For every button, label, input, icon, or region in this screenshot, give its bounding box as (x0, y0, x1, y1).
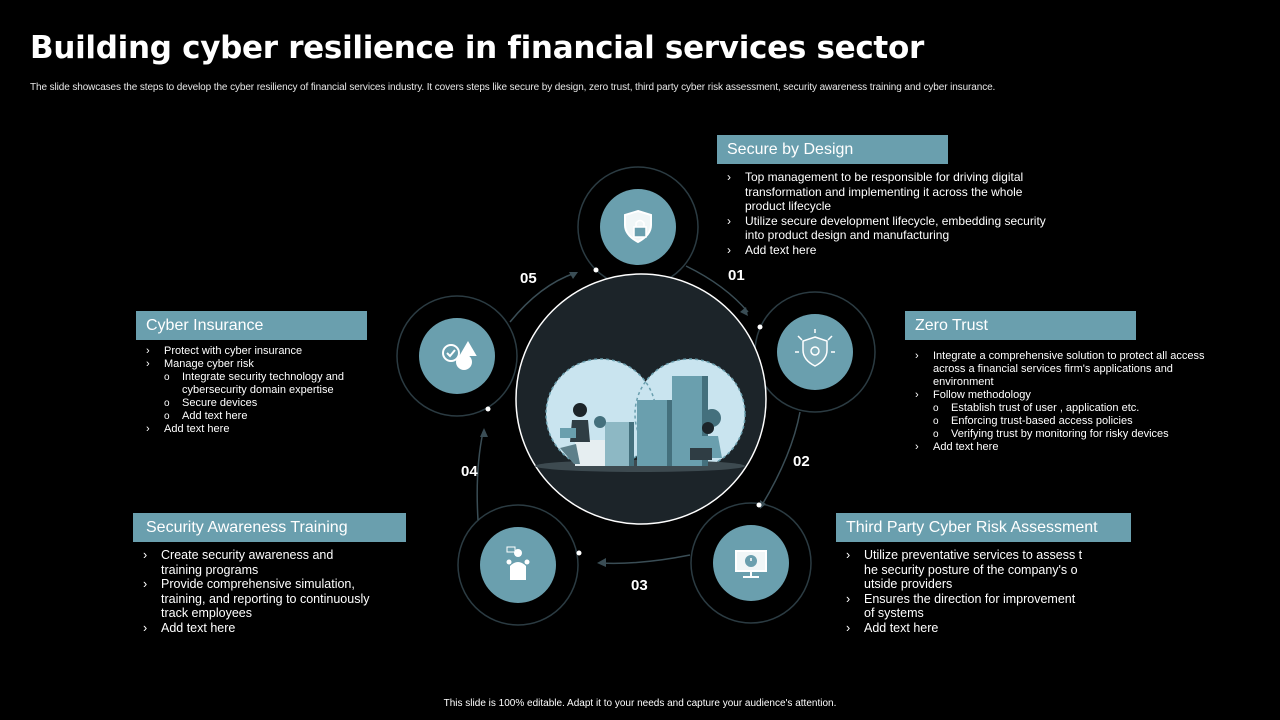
bullet-item: Add text here (717, 243, 1057, 258)
shield-lock-icon (624, 209, 652, 244)
bullet-item: Utilize preventative services to assess … (836, 548, 1086, 592)
bullet-text: Manage cyber risk (164, 358, 254, 370)
section-cyber-insurance: Cyber Insurance Protect with cyber insur… (136, 311, 367, 436)
heading-third-party-risk: Third Party Cyber Risk Assessment (836, 513, 1131, 542)
bullet-item: Add text here (136, 423, 367, 436)
step-number-05: 05 (520, 270, 537, 287)
heading-cyber-insurance: Cyber Insurance (136, 311, 367, 340)
step-number-03: 03 (631, 577, 648, 594)
connector-arrows (476, 265, 801, 565)
bullet-item: Follow methodology Establish trust of us… (905, 389, 1205, 441)
connector-dots (485, 267, 763, 556)
step-number-01: 01 (728, 267, 745, 284)
heading-zero-trust: Zero Trust (905, 311, 1136, 340)
bullet-item: Utilize secure development lifecycle, em… (717, 214, 1057, 243)
bullet-item: Top management to be responsible for dri… (717, 170, 1057, 214)
page-subtitle: The slide showcases the steps to develop… (30, 82, 996, 93)
sub-bullet-item: Secure devices (164, 397, 367, 410)
section-third-party-risk: Third Party Cyber Risk Assessment Utiliz… (836, 513, 1131, 635)
bullet-item: Add text here (905, 441, 1205, 454)
arrow-heads (480, 272, 766, 567)
people-training-icon (506, 546, 530, 580)
footer-note: This slide is 100% editable. Adapt it to… (443, 698, 837, 709)
step-number-02: 02 (793, 453, 810, 470)
bullet-item: Create security awareness and training p… (133, 548, 373, 577)
sub-bullet-item: Enforcing trust-based access policies (933, 415, 1205, 428)
bullet-item: Manage cyber risk Integrate security tec… (136, 358, 367, 423)
monitor-alert-icon (735, 550, 767, 578)
section-awareness-training: Security Awareness Training Create secur… (133, 513, 406, 635)
bullet-item: Integrate a comprehensive solution to pr… (905, 350, 1205, 389)
section-zero-trust: Zero Trust Integrate a comprehensive sol… (905, 311, 1205, 454)
center-illustration (535, 358, 746, 472)
section-secure-by-design: Secure by Design Top management to be re… (717, 135, 1057, 257)
heading-secure-by-design: Secure by Design (717, 135, 948, 164)
shield-dollar-warning-icon (442, 341, 477, 370)
sub-bullet-item: Integrate security technology and cybers… (164, 371, 367, 397)
sub-bullet-item: Verifying trust by monitoring for risky … (933, 428, 1205, 441)
sub-bullet-item: Add text here (164, 410, 367, 423)
bullet-item: Add text here (836, 621, 1086, 636)
bullet-text: Follow methodology (933, 389, 1031, 401)
bullet-item: Protect with cyber insurance (136, 345, 367, 358)
sub-bullet-item: Establish trust of user , application et… (933, 402, 1205, 415)
step-number-04: 04 (461, 463, 478, 480)
shield-gear-icon (795, 329, 835, 367)
heading-awareness-training: Security Awareness Training (133, 513, 406, 542)
bullet-item: Provide comprehensive simulation, traini… (133, 577, 373, 621)
bullet-item: Ensures the direction for improvement of… (836, 592, 1086, 621)
page-title: Building cyber resilience in financial s… (30, 30, 924, 66)
bullet-item: Add text here (133, 621, 373, 636)
